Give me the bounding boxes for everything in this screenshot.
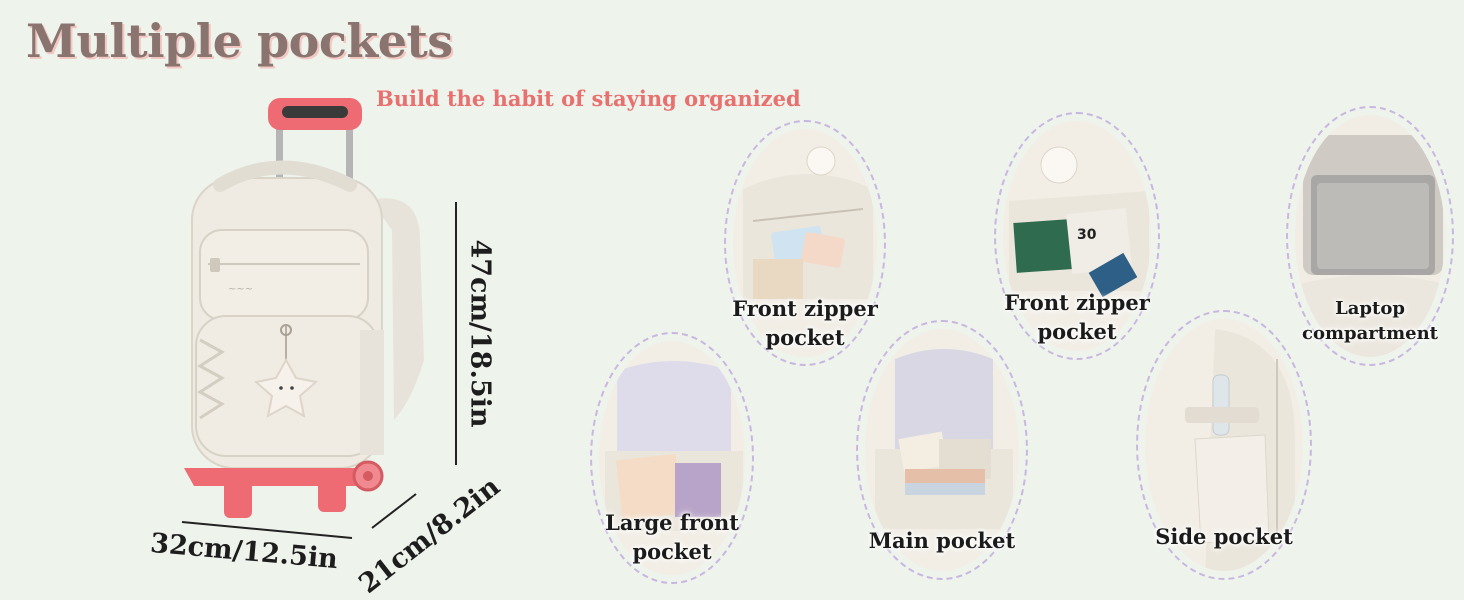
trolley-base xyxy=(184,460,384,518)
pocket-photo-main xyxy=(865,329,1019,571)
pocket-label-line1: Main pocket xyxy=(868,528,1016,553)
pocket-oval-front-zipper-1: Front zipper pocket xyxy=(724,120,886,366)
page-subtitle: Build the habit of staying organized xyxy=(376,86,801,111)
pocket-label-line2: pocket xyxy=(632,539,712,565)
wheel-icon xyxy=(352,460,384,492)
pocket-photo-large-front xyxy=(599,341,745,575)
width-dimension-line xyxy=(181,521,353,539)
star-plush-charm-icon xyxy=(253,324,319,418)
pocket-label-line2: compartment xyxy=(1302,323,1438,345)
pocket-label-line1: Side pocket xyxy=(1155,524,1293,549)
pocket-label-line2: pocket xyxy=(1037,319,1117,345)
pocket-label-line1: Large front xyxy=(605,510,739,535)
backpack-body: ~~~ xyxy=(191,160,384,469)
pocket-oval-main: Main pocket xyxy=(856,320,1028,580)
depth-dimension-line xyxy=(371,493,417,529)
pocket-label-line1: Laptop xyxy=(1335,298,1405,319)
pocket-oval-side: Side pocket xyxy=(1136,310,1312,580)
svg-text:30: 30 xyxy=(1077,227,1097,243)
pocket-photo-front-zipper-1 xyxy=(733,129,877,357)
pocket-oval-laptop-compartment: Laptop compartment xyxy=(1286,106,1454,366)
pocket-oval-large-front: Large front pocket xyxy=(590,332,754,584)
pocket-photo-front-zipper-2: 30 xyxy=(1003,121,1151,351)
pocket-photo-side xyxy=(1145,319,1303,571)
page-title: Multiple pockets xyxy=(26,14,453,68)
svg-text:~~~: ~~~ xyxy=(228,284,253,295)
pocket-label-line2: pocket xyxy=(765,325,845,351)
height-dimension-label: 47cm/18.5in xyxy=(464,239,496,428)
pocket-photo-laptop-compartment xyxy=(1295,115,1445,357)
pocket-oval-front-zipper-2: 30 Front zipper pocket xyxy=(994,112,1160,360)
pocket-label-line1: Front zipper xyxy=(732,296,878,321)
pocket-label-line1: Front zipper xyxy=(1004,290,1150,315)
